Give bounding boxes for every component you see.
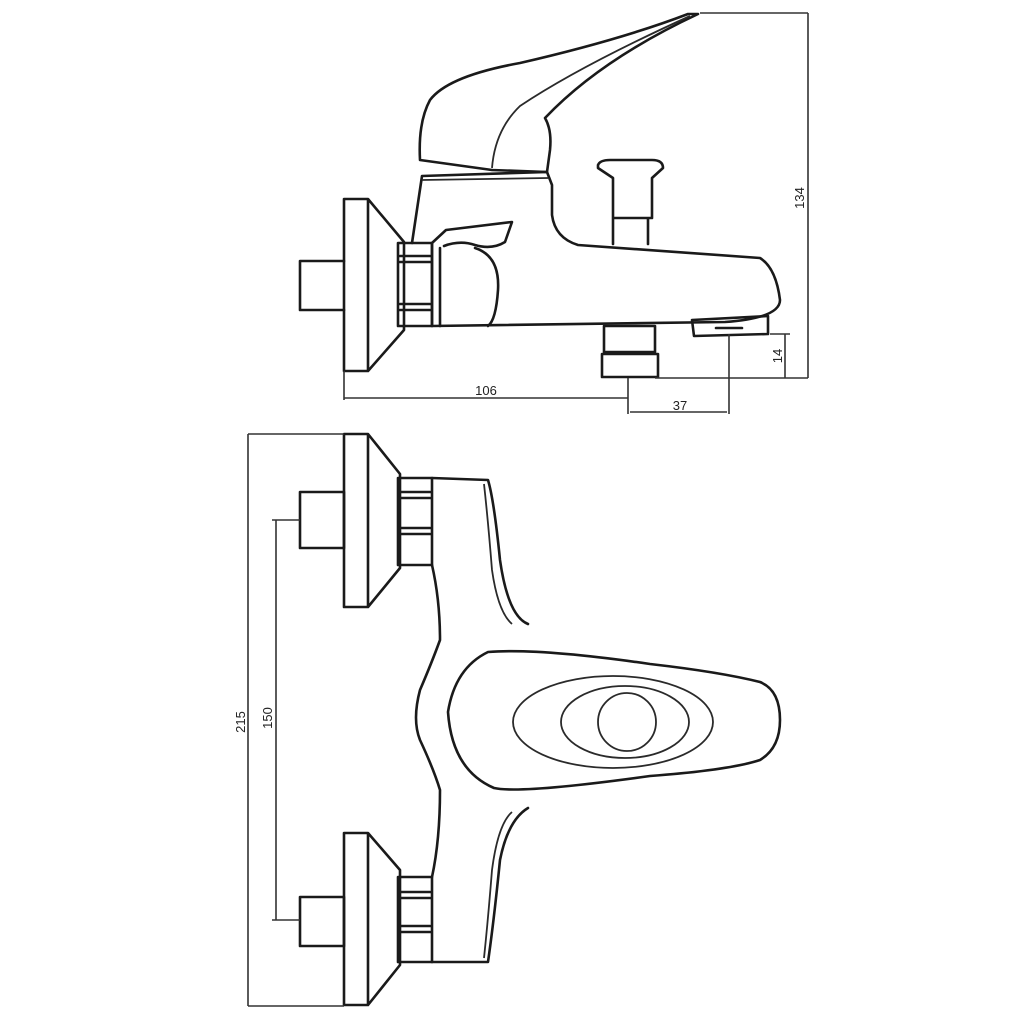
dim-height-label: 134	[792, 187, 807, 209]
handle-outer-ellipse	[512, 675, 714, 769]
dim-inlet-centers-label: 150	[260, 707, 275, 729]
lower-wall-flange	[342, 831, 402, 1007]
upper-inlet-pipe	[298, 490, 346, 550]
spout-aerator	[690, 314, 770, 338]
lever-handle	[418, 12, 700, 174]
diverter-knob	[430, 220, 514, 328]
top-dimensions: 215 150	[233, 433, 344, 1007]
top-body	[414, 476, 530, 964]
handle-inner-ellipse	[560, 685, 690, 759]
top-view	[298, 432, 782, 1007]
handle-inner-line	[491, 15, 691, 169]
lower-inlet-pipe	[298, 895, 346, 948]
dim-overall-width-label: 215	[233, 711, 248, 733]
diverter-button	[596, 158, 665, 246]
handle-center-circle	[597, 692, 657, 752]
shower-outlet	[600, 324, 660, 379]
dim-outlet-height-label: 14	[770, 349, 785, 363]
dim-projection-label: 106	[475, 383, 497, 398]
wall-flange	[342, 197, 406, 373]
top-handle	[446, 649, 782, 791]
upper-wall-flange	[342, 432, 402, 609]
inlet-pipe	[298, 259, 346, 312]
handle-collar	[421, 177, 549, 181]
side-view	[298, 12, 782, 379]
upper-hex-nut	[396, 476, 434, 567]
top-body-inner	[483, 483, 513, 959]
side-dimensions: 134 14 106 37	[343, 12, 809, 414]
lower-hex-nut	[396, 875, 434, 964]
dim-spout-offset-label: 37	[673, 398, 687, 413]
mixer-body	[410, 170, 782, 328]
